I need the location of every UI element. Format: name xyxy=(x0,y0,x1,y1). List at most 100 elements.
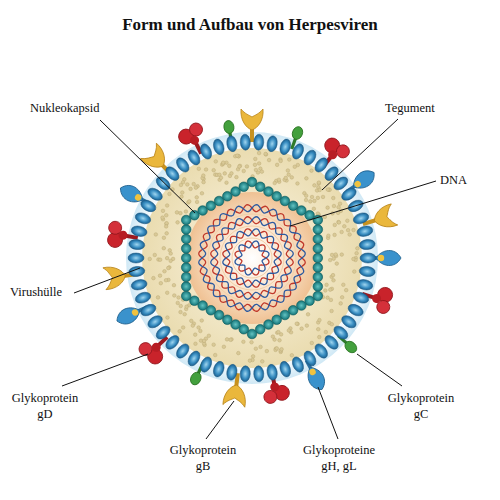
tegument-dot xyxy=(162,236,166,240)
tegument-dot xyxy=(163,269,167,273)
envelope-bead xyxy=(226,363,239,380)
tegument-dot xyxy=(259,345,263,349)
tegument-dot xyxy=(339,302,343,306)
tegument-dot xyxy=(313,199,317,203)
tegument-dot xyxy=(277,178,281,182)
capsomer xyxy=(313,253,323,263)
tegument-dot xyxy=(193,333,197,337)
leader-line xyxy=(357,354,402,386)
envelope-bead xyxy=(302,349,319,368)
gh-gl-tip xyxy=(353,180,362,189)
part-label: Glykoprotein gD xyxy=(4,391,86,422)
tegument-dot xyxy=(179,304,183,308)
tegument-dot xyxy=(293,165,297,169)
tegument-dot xyxy=(265,349,269,353)
dna-strand xyxy=(211,217,294,300)
tegument-dot xyxy=(161,216,165,220)
capsomer xyxy=(313,263,323,273)
tegument-dot xyxy=(316,212,320,216)
tegument-dot xyxy=(197,326,201,330)
gb-head xyxy=(371,204,398,231)
tegument-dot xyxy=(321,195,325,199)
envelope-bead xyxy=(359,239,376,251)
gc-head xyxy=(189,371,204,387)
core-ring xyxy=(208,214,296,302)
dna-strand xyxy=(235,241,269,275)
tegument-dot xyxy=(346,228,350,232)
dna-strand xyxy=(199,205,306,312)
envelope-beads xyxy=(128,134,376,382)
tegument-dot xyxy=(325,283,329,287)
gh-gl-head xyxy=(304,364,329,393)
tegument-dot xyxy=(333,233,337,237)
capsomer xyxy=(181,282,191,292)
tegument-dot xyxy=(164,278,168,282)
tegument-dot xyxy=(337,205,341,209)
tegument-dot xyxy=(304,198,308,202)
capsomer xyxy=(181,253,191,263)
tegument-dot xyxy=(328,288,332,292)
tegument-dot xyxy=(251,355,255,359)
part-label: Glykoprotein gB xyxy=(162,443,244,474)
dna-strand xyxy=(199,205,306,312)
capsomer xyxy=(181,272,191,282)
tegument-dot xyxy=(337,221,341,225)
envelope-bead xyxy=(139,302,158,318)
envelope-bead xyxy=(253,134,264,151)
tegument-dot xyxy=(318,188,322,192)
gh-gl-tip xyxy=(308,368,317,377)
tegument-dot xyxy=(310,195,314,199)
tegument-dot xyxy=(352,257,356,261)
tegument-dot xyxy=(290,353,294,357)
tegument-dot xyxy=(185,305,189,309)
tegument-dot xyxy=(212,343,216,347)
tegument-dot xyxy=(153,253,157,257)
envelope-bead xyxy=(290,142,306,161)
tegument-dot xyxy=(346,219,350,223)
gb-head xyxy=(223,384,248,408)
envelope-bead xyxy=(356,225,374,238)
envelope-bead xyxy=(146,313,165,330)
tegument-dot xyxy=(169,259,173,263)
tegument-dot xyxy=(180,191,184,195)
tegument-dot xyxy=(296,322,300,326)
tegument-dot xyxy=(287,329,291,333)
tegument-dot xyxy=(318,318,322,322)
tegument-dot xyxy=(288,158,292,162)
tegument-dot xyxy=(332,204,336,208)
tegument-dot xyxy=(207,334,211,338)
tegument-dot xyxy=(331,273,335,277)
tegument-dot xyxy=(327,234,331,238)
tegument-dot xyxy=(352,228,356,232)
leader-line xyxy=(62,354,148,386)
tegument-dot xyxy=(230,172,234,176)
gh-gl-tip xyxy=(134,193,143,202)
tegument-dot xyxy=(229,338,233,342)
tegument-dot xyxy=(328,258,332,262)
tegument-dot xyxy=(183,312,187,316)
tegument-dot xyxy=(200,319,204,323)
tegument-dot xyxy=(227,164,231,168)
tegument-dot xyxy=(194,186,198,190)
tegument-dot xyxy=(179,211,183,215)
part-label: Virushülle xyxy=(10,285,80,301)
dna-strand xyxy=(223,229,281,287)
tegument-dot xyxy=(284,176,288,180)
tegument-dot xyxy=(176,301,180,305)
tegument-dot xyxy=(296,182,300,186)
tegument-dot xyxy=(254,157,258,161)
tegument-dot xyxy=(199,329,203,333)
gc-head xyxy=(291,125,305,141)
gd-lobe xyxy=(263,389,278,404)
envelope-bead xyxy=(130,225,148,238)
gd-lobe xyxy=(118,230,128,240)
capsomer xyxy=(313,282,323,292)
leader-line xyxy=(322,119,398,190)
tegument-dot xyxy=(248,359,252,363)
tegument-dot xyxy=(290,176,294,180)
envelope-bead xyxy=(198,142,214,161)
tegument-dot xyxy=(168,248,172,252)
tegument-dot xyxy=(245,165,249,169)
capsomer xyxy=(313,225,323,235)
